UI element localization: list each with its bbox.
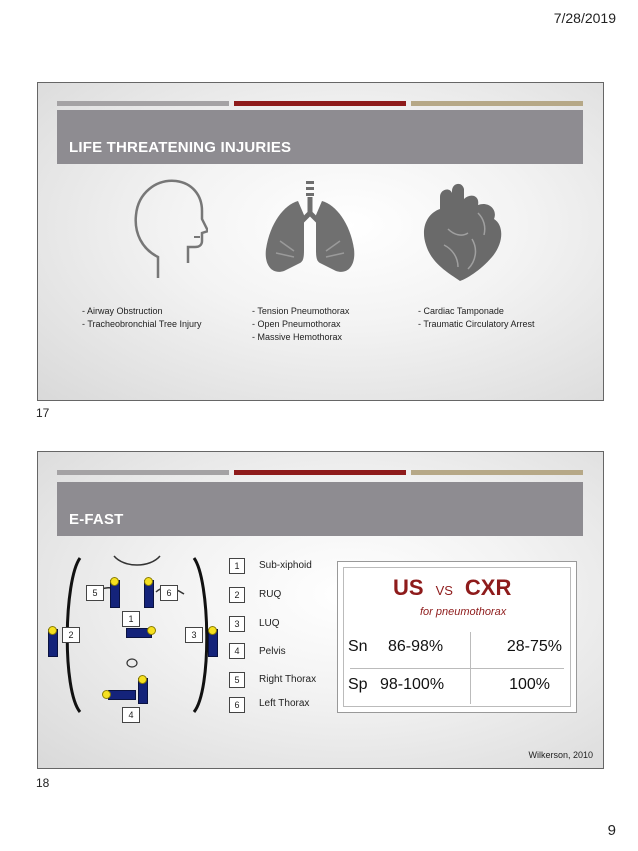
metric-label: Sn — [348, 638, 368, 655]
row-divider — [350, 668, 564, 669]
gray-bar — [57, 101, 229, 106]
probe-marker — [208, 626, 217, 635]
view-number: 4 — [229, 643, 245, 659]
comparison-title: US VS CXR — [393, 575, 511, 601]
probe-marker — [110, 577, 119, 586]
probe-pelvis-horizontal — [108, 690, 136, 700]
us-value: 86-98% — [388, 638, 444, 655]
table-row: Sp 98-100% 100% — [346, 672, 568, 702]
probe-marker — [144, 577, 153, 586]
list-item: - Open Pneumothorax — [252, 319, 341, 329]
slide-title: E-FAST — [69, 511, 124, 528]
cxr-value: 28-75% — [506, 638, 562, 655]
slide-18: E-FAST 5 6 1 2 3 4 1 Sub-xiphoid 2 RUQ 3… — [37, 451, 604, 769]
diagram-label-5: 5 — [86, 585, 104, 601]
table-frame — [343, 567, 571, 707]
page-number: 9 — [607, 822, 616, 839]
view-number: 6 — [229, 697, 245, 713]
view-label: RUQ — [259, 589, 282, 600]
view-number: 5 — [229, 672, 245, 688]
metric-label: Sp — [348, 676, 368, 693]
probe-marker — [102, 690, 111, 699]
red-bar — [234, 470, 406, 475]
list-item: - Tracheobronchial Tree Injury — [82, 319, 202, 329]
view-label: LUQ — [259, 618, 280, 629]
tan-bar — [411, 470, 583, 475]
list-item: - Traumatic Circulatory Arrest — [418, 319, 535, 329]
table-row: Sn 86-98% 28-75% — [346, 634, 568, 664]
diagram-label-1: 1 — [122, 611, 140, 627]
view-number: 2 — [229, 587, 245, 603]
citation: Wilkerson, 2010 — [528, 750, 593, 760]
view-label: Left Thorax — [259, 698, 310, 709]
list-item: - Cardiac Tamponade — [418, 306, 504, 316]
breathing-list: - Tension Pneumothorax - Open Pneumothor… — [252, 305, 349, 344]
list-item: - Massive Hemothorax — [252, 332, 343, 342]
slide-title: LIFE THREATENING INJURIES — [69, 139, 292, 156]
view-label: Sub-xiphoid — [259, 560, 312, 571]
title-band: LIFE THREATENING INJURIES — [57, 110, 583, 164]
slide-number: 18 — [36, 776, 50, 790]
list-item: - Tension Pneumothorax — [252, 306, 350, 316]
view-number: 1 — [229, 558, 245, 574]
cxr-value: 100% — [509, 676, 550, 693]
gray-bar — [57, 470, 229, 475]
view-label: Right Thorax — [259, 674, 317, 685]
slide-number: 17 — [36, 406, 50, 420]
tan-bar — [411, 101, 583, 106]
view-label: Pelvis — [259, 646, 286, 657]
title-band: E-FAST — [57, 482, 583, 536]
us-value: 98-100% — [380, 676, 445, 693]
probe-marker — [138, 675, 147, 684]
lungs-icon — [260, 179, 360, 284]
slide-17: LIFE THREATENING INJURIES - Airway Obstr… — [37, 82, 604, 401]
diagram-label-3: 3 — [185, 627, 203, 643]
accent-bars — [57, 101, 599, 106]
list-item: - Airway Obstruction — [82, 306, 163, 316]
us-vs-cxr-table: US VS CXR for pneumothorax Sn 86-98% 28-75… — [337, 561, 577, 713]
airway-list: - Airway Obstruction - Tracheobronchial … — [82, 305, 202, 331]
vs-label: VS — [435, 583, 453, 598]
diagram-label-6: 6 — [160, 585, 178, 601]
cxr-label: CXR — [464, 575, 512, 600]
circulation-list: - Cardiac Tamponade - Traumatic Circulat… — [418, 305, 535, 331]
red-bar — [234, 101, 406, 106]
diagram-label-4: 4 — [122, 707, 140, 723]
view-number: 3 — [229, 616, 245, 632]
probe-marker — [147, 626, 156, 635]
probe-marker — [48, 626, 57, 635]
print-date: 7/28/2019 — [553, 10, 616, 26]
head-icon — [128, 175, 210, 285]
accent-bars — [57, 470, 599, 475]
diagram-label-2: 2 — [62, 627, 80, 643]
comparison-subtitle: for pneumothorax — [420, 606, 507, 618]
heart-icon — [418, 179, 508, 289]
us-label: US — [393, 575, 424, 600]
